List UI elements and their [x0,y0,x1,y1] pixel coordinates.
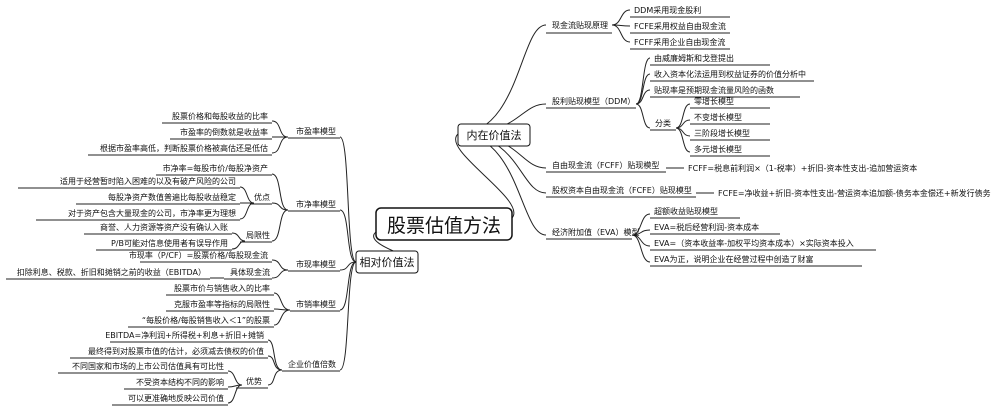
eva-item: EVA=税后经营利润-资本成本 [654,222,759,232]
connectors [210,9,714,404]
pe-item: 根据市盈率高低，判断股票价格被高估还是低估 [100,143,268,153]
pe-item: 股票价格和每股收益的比率 [172,111,268,121]
pe-node: 市盈率模型 [296,126,336,136]
intrinsic-node: 内在价值法 [467,128,522,142]
intrinsic-node-box [457,123,531,147]
ev-item: 最终得到对股票市值的估计，必须减去债权的价值 [88,346,264,356]
pb-lim-node: 局限性 [246,230,270,240]
ps-item: “每股价格/每股销售收入＜1”的股票 [142,315,270,325]
ddm-node: 股利贴现模型（DDM） [552,96,635,106]
relative-node-box [355,250,419,274]
ddm-classify-item: 多元增长模型 [694,144,742,154]
pcf-cash-node: 具体现金流 [230,267,270,277]
pb-adv-node: 优点 [254,192,270,202]
dcf-node: 现金流贴现原理 [552,20,608,30]
ev-adv-item: 不同国家和市场的上市公司估值具有可比性 [72,361,224,371]
pb-node: 市净率模型 [296,199,336,209]
fcfe-formula: FCFE=净收益+折旧-资本性支出-营运资本追加额-债务本金偿还+新发行债务 [718,188,991,198]
ddm-classify-item: 零增长模型 [694,96,734,106]
root-node: 股票估值方法 [387,215,501,237]
root-node-box [375,207,513,241]
pb-def: 市净率=每股市价/每股净资产 [163,163,268,173]
pb-adv-item: 适用于经营暂时陷入困难的以及有破产风险的公司 [60,176,236,186]
pb-lim-item: 商誉、人力资源等资产没有确认入账 [100,222,228,232]
ddm-classify-node: 分类 [655,118,671,128]
pcf-def: 市现率（P/CF）=股票价格/每股现金流 [129,250,268,260]
ev-adv-item: 可以更准确地反映公司价值 [128,393,224,403]
pb-adv-item: 对于资产包含大量现金的公司，市净率更为理想 [68,208,236,218]
ev-item: EBITDA=净利润+所得税+利息+折旧+摊销 [105,330,264,340]
ps-item: 克服市盈率等指标的局限性 [174,299,270,309]
dcf-item: DDM采用现金股利 [634,5,701,15]
eva-item: EVA=（资本收益率-加权平均资本成本）×实际资本投入 [654,238,854,248]
ddm-item: 由威廉姆斯和戈登提出 [654,53,734,63]
ddm-item: 收入资本化法运用到权益证券的价值分析中 [654,69,806,79]
pb-lim-item: P/B可能对信息使用者有误导作用 [111,238,228,248]
ddm-item: 贴现率是预期现金流量风险的函数 [654,85,774,95]
pcf-node: 市现率模型 [296,259,336,269]
relative-node: 相对价值法 [360,255,415,269]
fcff-node: 自由现金流（FCFF）贴现模型 [552,160,659,170]
ps-node: 市销率模型 [296,299,336,309]
ev-adv-item: 不受资本结构不同的影响 [136,377,224,387]
fcff-formula: FCFF=税息前利润×（1-税率）+折旧-资本性支出-追加营运资本 [688,163,917,173]
eva-node: 经济附加值（EVA）模型 [552,227,640,237]
pb-adv-item: 每股净资产数值普遍比每股收益稳定 [108,192,236,202]
ddm-classify-item: 三阶段增长模型 [694,128,750,138]
ps-item: 股票市价与销售收入的比率 [174,283,270,293]
ev-adv-node: 优势 [246,376,262,386]
pcf-cash-item: 扣除利息、税款、折旧和摊销之前的收益（EBITDA） [17,267,206,277]
eva-item: EVA为正，说明企业在经营过程中创造了财富 [654,254,814,264]
fcfe-node: 股权资本自由现金流（FCFE）贴现模型 [552,185,692,195]
ddm-classify-item: 不变增长模型 [694,112,742,122]
eva-item: 超额收益贴现模型 [654,206,718,216]
dcf-item: FCFE采用权益自由现金流 [634,21,726,31]
pe-item: 市盈率的倒数就是收益率 [180,127,268,137]
dcf-item: FCFF采用企业自由现金流 [634,37,725,47]
ev-node: 企业价值倍数 [288,359,336,369]
